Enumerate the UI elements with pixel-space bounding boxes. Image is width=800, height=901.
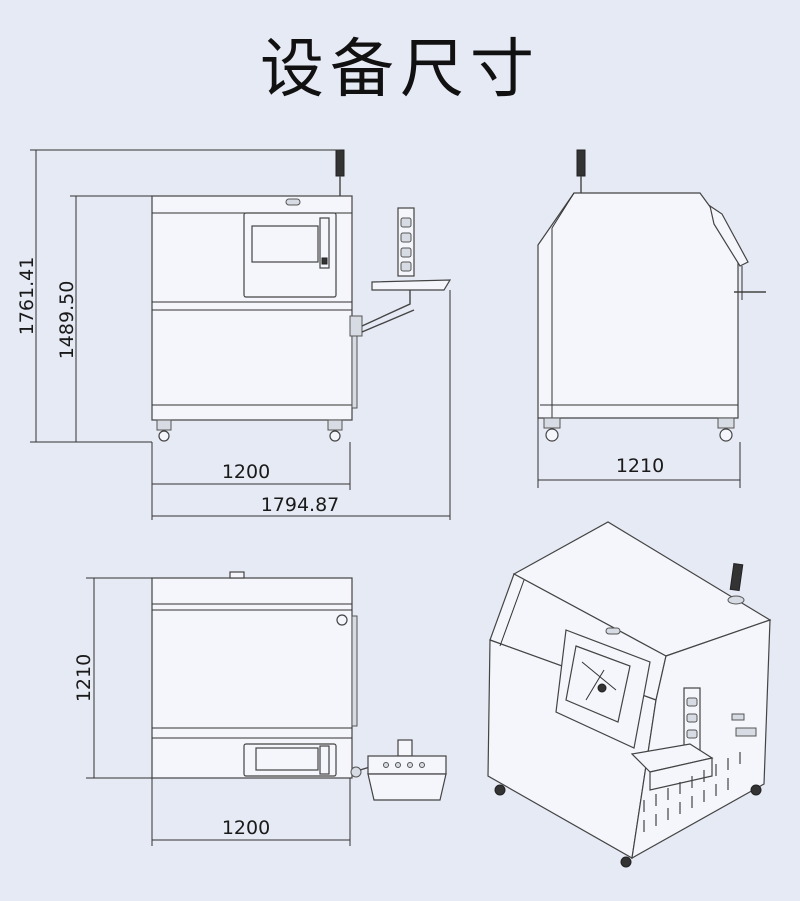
caster-left <box>156 419 172 431</box>
isometric-view <box>487 521 772 868</box>
arm-mount <box>349 315 363 337</box>
page-title: 设备尺寸 <box>260 33 540 107</box>
dim-front-total-height: 1761.41 <box>16 257 38 336</box>
dim-top-width: 1200 <box>222 817 270 839</box>
side-window <box>709 204 749 267</box>
dim-front-body-width: 1200 <box>222 461 270 483</box>
signal-light <box>335 149 345 177</box>
side-view <box>537 149 766 488</box>
caster-right <box>327 419 343 431</box>
top-view <box>86 571 447 846</box>
iso-keyboard-tray <box>649 757 713 791</box>
dim-front-body-height: 1489.50 <box>56 281 78 360</box>
dim-front-total-width: 1794.87 <box>261 494 340 516</box>
dim-side-depth: 1210 <box>616 455 664 477</box>
dim-top-depth: 1210 <box>73 654 95 702</box>
front-view <box>30 149 452 520</box>
front-logo-badge <box>285 198 301 206</box>
side-body <box>537 192 739 419</box>
keyboard-tray <box>371 279 452 291</box>
iso-side-face <box>631 619 771 860</box>
